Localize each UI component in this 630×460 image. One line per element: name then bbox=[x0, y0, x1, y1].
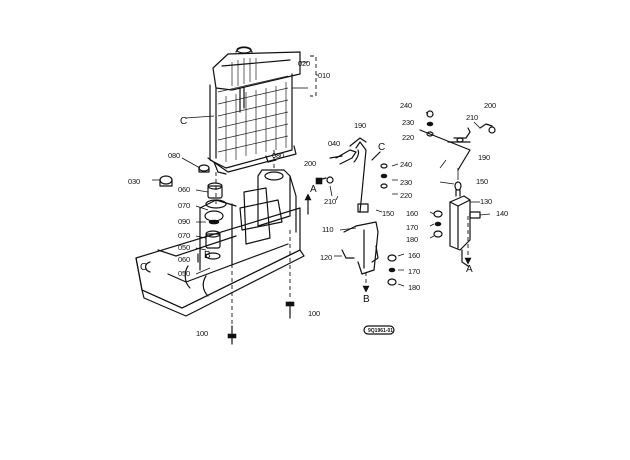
ref-letter-a-bottom: A bbox=[466, 264, 473, 275]
label-240-a: 240 bbox=[400, 160, 412, 169]
ref-letter-b-bottom: B bbox=[363, 294, 370, 305]
overflow-pipe bbox=[419, 110, 496, 180]
label-080-a: 080 bbox=[168, 151, 180, 160]
label-080-b: 080 bbox=[272, 151, 284, 160]
label-150-b: 150 bbox=[382, 209, 394, 218]
label-190-b: 190 bbox=[478, 153, 490, 162]
label-230-a: 230 bbox=[400, 178, 412, 187]
label-100-b: 100 bbox=[308, 309, 320, 318]
label-200-b: 200 bbox=[484, 101, 496, 110]
label-230-b: 230 bbox=[402, 118, 414, 127]
label-070-b: 070 bbox=[178, 231, 190, 240]
label-060-a: 060 bbox=[178, 185, 190, 194]
label-040: 040 bbox=[328, 139, 340, 148]
label-200-a: 200 bbox=[304, 159, 316, 168]
part-labels: 020 010 030 040 080 080 060 070 090 070 … bbox=[128, 59, 508, 338]
label-140: 140 bbox=[496, 209, 508, 218]
label-090: 090 bbox=[178, 217, 190, 226]
label-110: 110 bbox=[322, 225, 333, 234]
label-180-b: 180 bbox=[408, 283, 420, 292]
label-050-b: 050 bbox=[178, 269, 190, 278]
label-060-b: 060 bbox=[178, 255, 190, 264]
radiator bbox=[185, 46, 318, 175]
label-240-b: 240 bbox=[400, 101, 412, 110]
ref-letter-a-top: A bbox=[310, 184, 317, 195]
label-210-a: 210 bbox=[324, 197, 336, 206]
label-010: 010 bbox=[318, 71, 330, 80]
label-020: 020 bbox=[298, 59, 310, 68]
label-120: 120 bbox=[320, 253, 332, 262]
label-030: 030 bbox=[128, 177, 140, 186]
label-150-a: 150 bbox=[476, 177, 488, 186]
label-160-b: 160 bbox=[408, 251, 420, 260]
ref-letter-c-radiator: C bbox=[180, 116, 187, 127]
figure-code-stamp: 9Q1961-01 bbox=[363, 325, 395, 335]
label-220-b: 220 bbox=[402, 133, 414, 142]
label-210-b: 210 bbox=[466, 113, 478, 122]
label-100-a: 100 bbox=[196, 329, 208, 338]
reserve-tank bbox=[429, 181, 491, 267]
ref-letter-c-frame: C bbox=[140, 262, 147, 273]
ref-letter-c-bracket: C bbox=[378, 142, 385, 153]
label-170-a: 170 bbox=[406, 223, 418, 232]
label-070-a: 070 bbox=[178, 201, 190, 210]
figure-code: 9Q1961-01 bbox=[368, 328, 393, 334]
support-bracket bbox=[315, 137, 405, 293]
label-190-a: 190 bbox=[354, 121, 366, 130]
cushions-left bbox=[152, 157, 224, 275]
label-180-a: 180 bbox=[406, 235, 418, 244]
label-220-a: 220 bbox=[400, 191, 412, 200]
ref-letter-b-left: B bbox=[204, 250, 211, 261]
label-050-a: 050 bbox=[178, 243, 190, 252]
label-170-b: 170 bbox=[408, 267, 420, 276]
label-160-a: 160 bbox=[406, 209, 418, 218]
label-130: 130 bbox=[480, 197, 492, 206]
frame bbox=[135, 150, 312, 345]
